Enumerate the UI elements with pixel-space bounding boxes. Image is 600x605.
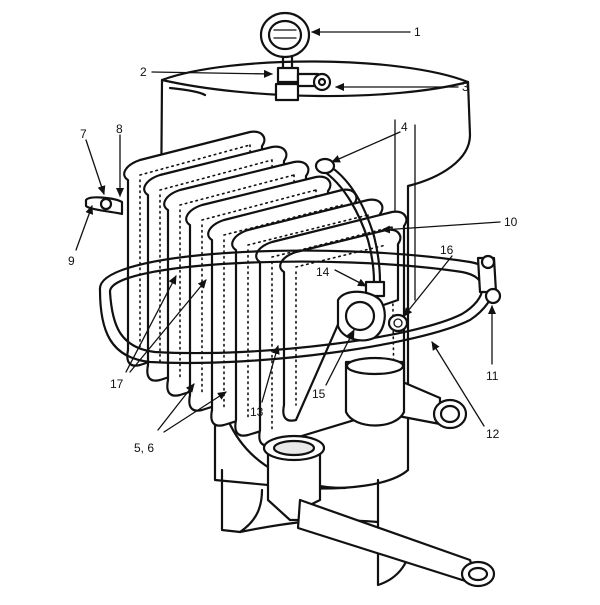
left-inlet-pipe <box>84 196 124 216</box>
callout-8: 8 <box>116 122 123 136</box>
callout-labels: 1 2 3 4 7 8 9 10 11 12 13 14 15 16 17 5,… <box>68 25 518 455</box>
tube-bottom-fitting <box>364 280 386 298</box>
callout-13: 13 <box>250 405 264 419</box>
callout-11: 11 <box>486 369 499 383</box>
callout-17: 17 <box>110 377 124 391</box>
callout-leaders <box>75 28 501 433</box>
callout-1: 1 <box>414 25 421 39</box>
leader-17b <box>129 279 207 373</box>
bottom-outlet-pipe <box>262 434 496 588</box>
callout-15: 15 <box>312 387 326 401</box>
sight-tube <box>320 163 382 284</box>
callout-2: 2 <box>140 65 147 79</box>
callout-9: 9 <box>68 254 75 268</box>
leader-5-6a <box>157 383 195 431</box>
leader-7 <box>85 139 106 195</box>
callout-10: 10 <box>504 215 518 229</box>
center-stub <box>344 356 406 427</box>
leader-4 <box>331 131 401 163</box>
callout-12: 12 <box>486 427 500 441</box>
inspection-port <box>336 290 386 342</box>
callout-7: 7 <box>80 127 87 141</box>
leader-14 <box>334 269 367 287</box>
clamp-ring <box>98 249 496 365</box>
callout-16: 16 <box>440 243 454 257</box>
leader-12 <box>431 341 485 427</box>
callout-14: 14 <box>316 265 330 279</box>
leader-5-6b <box>163 391 227 433</box>
callout-5-6: 5, 6 <box>134 441 154 455</box>
leader-15 <box>325 329 355 386</box>
callout-3: 3 <box>462 80 469 94</box>
leader-13 <box>261 345 280 403</box>
callout-4: 4 <box>401 120 408 134</box>
tube-top-fitting <box>314 157 336 175</box>
clamp-bolt <box>476 254 502 305</box>
leader-16 <box>403 255 453 317</box>
top-fitting <box>274 66 332 102</box>
vent-valve <box>387 313 409 333</box>
leader-17a <box>125 275 177 373</box>
leader-9 <box>75 205 94 251</box>
right-outlet-pipe <box>396 378 468 430</box>
leader-10 <box>381 221 501 234</box>
leader-2 <box>151 69 273 78</box>
